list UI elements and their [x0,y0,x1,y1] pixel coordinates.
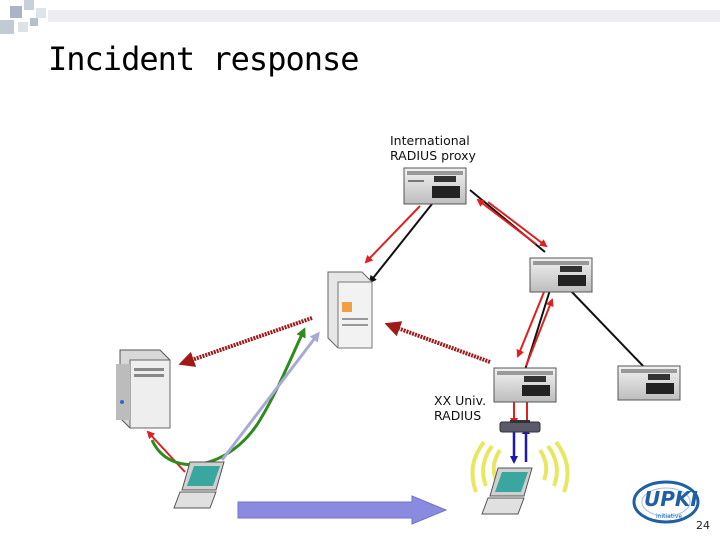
wireless-waves [470,440,570,493]
laptop-left [173,461,225,509]
rack-server-univ [493,367,557,403]
logo-subtext: initiative [656,513,682,520]
green-curve [150,327,306,467]
upki-logo: UPKI initiative [632,480,700,524]
rack-server-right [617,365,681,401]
laptop-right [481,467,533,515]
slide-title: Incident response [48,40,360,78]
dark-red-arrows [178,316,491,367]
tower-server-center [327,271,373,349]
logo-text: UPKI [644,487,698,511]
proxy-label-line2: RADIUS proxy [390,148,476,163]
decorative-squares [0,0,720,34]
rack-server-proxy [403,167,467,205]
big-blue-arrow [237,495,448,525]
univ-label: XX Univ. RADIUS [434,393,486,423]
lavender-arrow [220,331,320,461]
proxy-label: International RADIUS proxy [390,133,476,163]
blue-arrows [510,426,530,464]
univ-label-line2: RADIUS [434,408,482,423]
tower-server-left [116,349,171,429]
rack-server-mid [529,257,593,293]
proxy-label-line1: International [390,133,470,148]
page-number: 24 [696,519,710,532]
univ-label-line1: XX Univ. [434,393,487,408]
access-point [499,420,541,433]
